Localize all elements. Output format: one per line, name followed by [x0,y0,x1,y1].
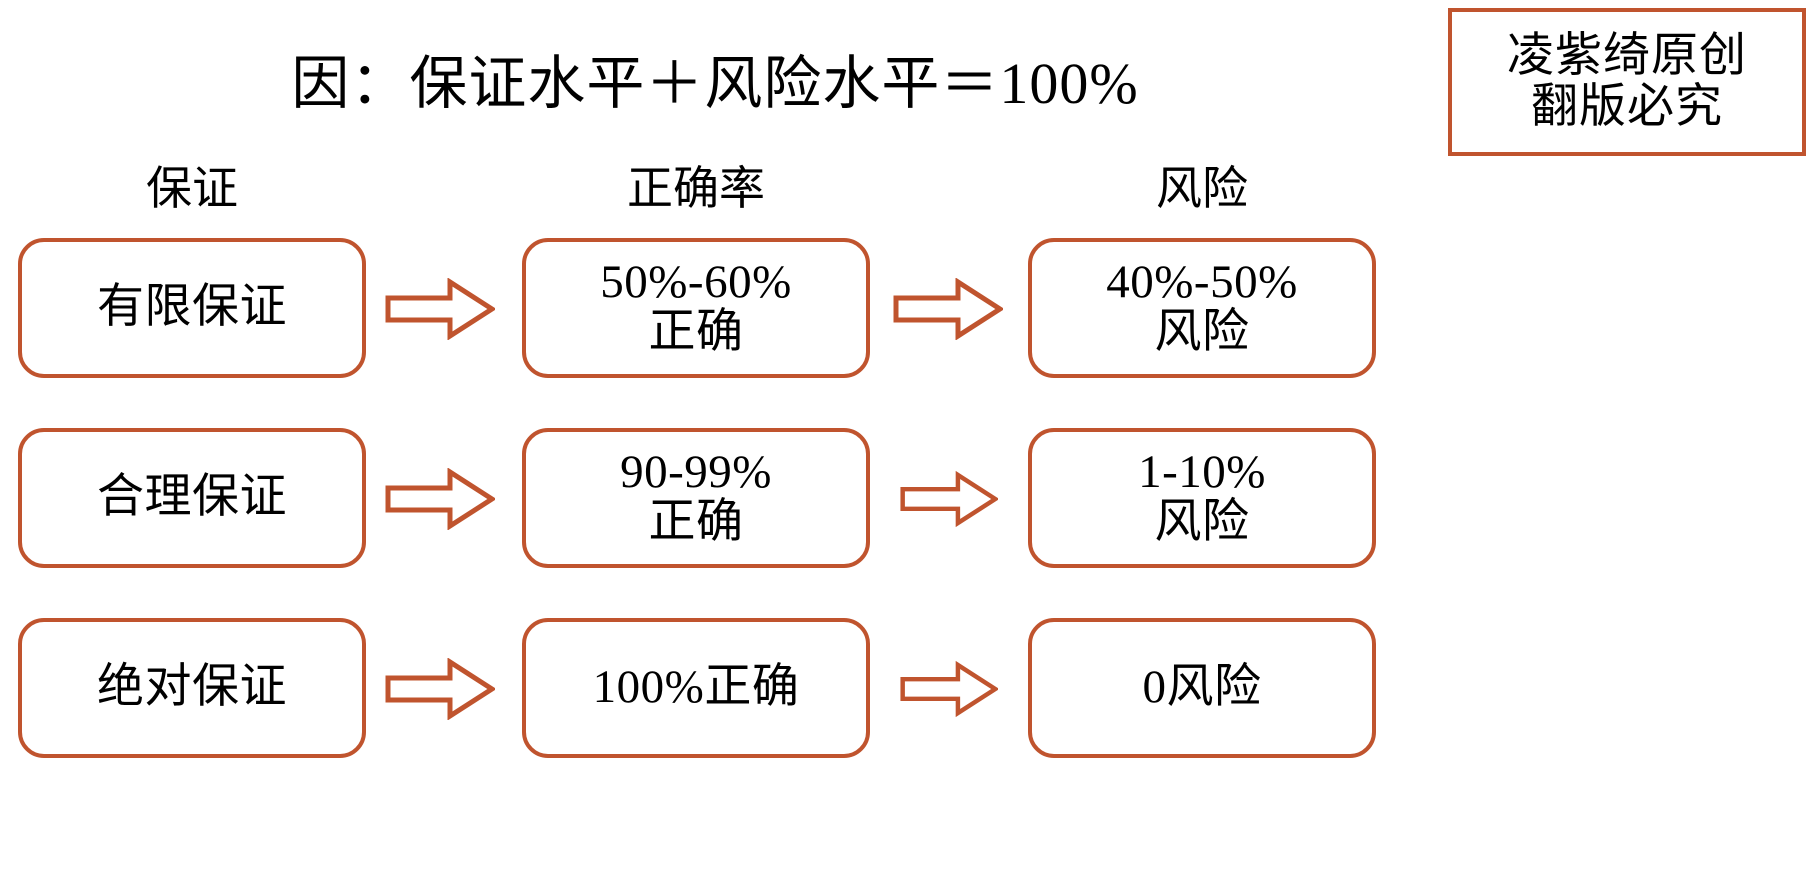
arrow-right-icon [385,278,495,340]
arrow-right-icon [900,468,998,530]
node-risk-range[interactable]: 40%-50% 风险 [1028,238,1376,378]
node-risk-range[interactable]: 1-10% 风险 [1028,428,1376,568]
column-header-guarantee: 保证 [146,163,238,214]
flow-row: 合理保证 90-99% 正确 1-10% 风险 [0,428,1440,568]
node-text-line: 绝对保证 [97,661,287,714]
node-text-line: 0风险 [1142,661,1262,714]
node-text-line: 合理保证 [97,471,287,524]
node-text-line: 正确 [648,306,744,358]
node-accuracy-range[interactable]: 90-99% 正确 [522,428,870,568]
node-guarantee-level[interactable]: 合理保证 [18,428,366,568]
node-text-line: 100%正确 [592,661,800,714]
node-text-line: 40%-50% [1106,256,1298,309]
arrow-right-icon [385,468,495,530]
arrow-right-icon [893,278,1003,340]
page-title: 因：保证水平＋风险水平＝100% [291,51,1139,116]
watermark-line-2: 翻版必究 [1531,81,1723,133]
node-text-line: 正确 [648,496,744,548]
arrow-right-icon [900,658,998,720]
flow-row: 有限保证 50%-60% 正确 40%-50% 风险 [0,238,1440,378]
watermark-line-1: 凌紫绮原创 [1507,30,1747,83]
node-text-line: 1-10% [1138,446,1266,499]
node-text-line: 90-99% [620,446,772,499]
node-risk-range[interactable]: 0风险 [1028,618,1376,758]
node-text-line: 50%-60% [600,256,792,309]
node-guarantee-level[interactable]: 绝对保证 [18,618,366,758]
column-headers: 保证 正确率 风险 [0,166,1440,224]
node-accuracy-range[interactable]: 50%-60% 正确 [522,238,870,378]
node-accuracy-range[interactable]: 100%正确 [522,618,870,758]
node-text-line: 有限保证 [97,281,287,334]
arrow-right-icon [385,658,495,720]
column-header-accuracy: 正确率 [627,163,765,214]
node-guarantee-level[interactable]: 有限保证 [18,238,366,378]
node-text-line: 风险 [1154,496,1250,548]
column-header-risk: 风险 [1156,163,1248,214]
flow-row: 绝对保证 100%正确 0风险 [0,618,1440,758]
watermark-box: 凌紫绮原创 翻版必究 [1448,8,1806,156]
node-text-line: 风险 [1154,306,1250,358]
